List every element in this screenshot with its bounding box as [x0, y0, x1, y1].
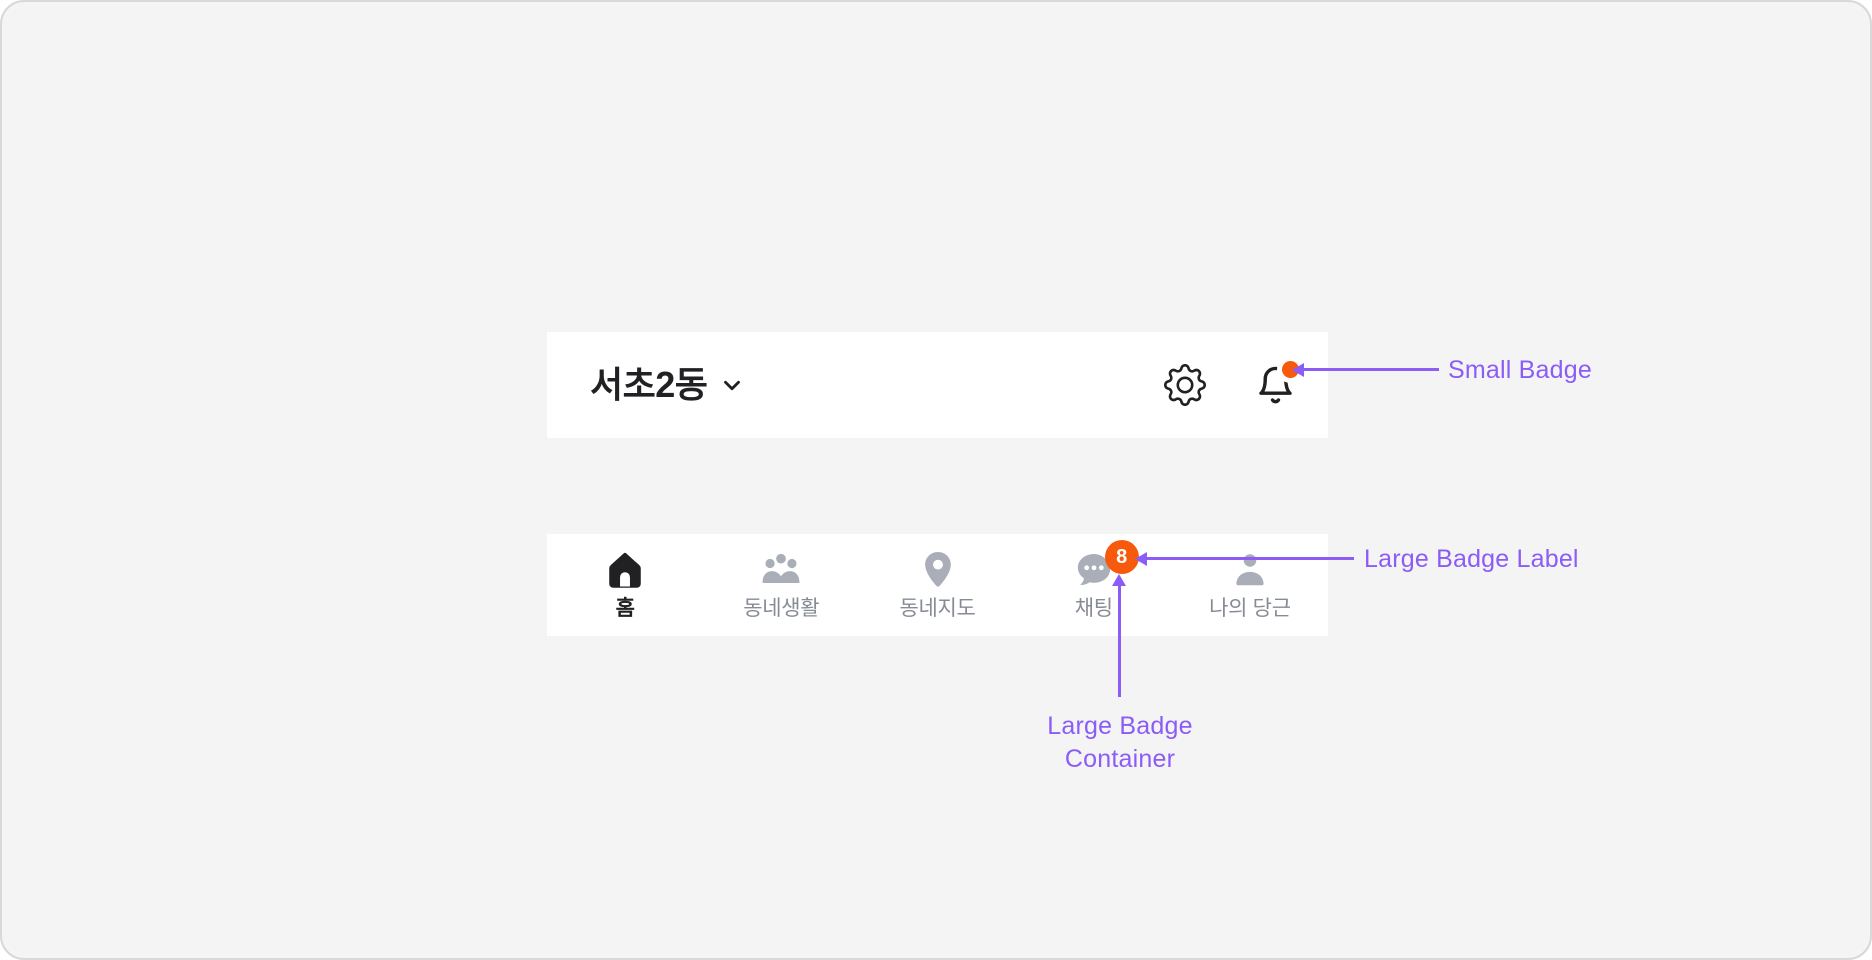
- chevron-down-icon: [719, 372, 745, 398]
- tab-chat[interactable]: 8 채팅: [1016, 534, 1172, 636]
- tab-label-chat: 채팅: [1074, 597, 1113, 620]
- notifications-button[interactable]: [1255, 360, 1299, 406]
- bell-icon: [1255, 360, 1299, 406]
- small-badge-annotation-label: Small Badge: [1448, 356, 1592, 384]
- tab-my-karrot[interactable]: 나의 당근: [1172, 534, 1328, 636]
- location-selector-button[interactable]: 서초2동: [590, 367, 745, 403]
- large-badge-container-line1: Large Badge: [1047, 712, 1193, 740]
- tab-label-neighborhood-map: 동네지도: [899, 597, 976, 620]
- large-badge: 8: [1104, 540, 1139, 574]
- chat-bubble-icon: 8: [1071, 540, 1139, 593]
- people-group-icon: [758, 547, 804, 593]
- large-badge-container-arrowhead: [1112, 574, 1126, 586]
- settings-button[interactable]: [1164, 364, 1206, 406]
- large-badge-label-arrowhead: [1135, 552, 1147, 566]
- tab-label-my-karrot: 나의 당근: [1209, 597, 1291, 620]
- tab-neighborhood-life[interactable]: 동네생활: [703, 534, 859, 636]
- large-badge-label-annotation-line: [1145, 557, 1354, 560]
- tab-label-neighborhood-life: 동네생활: [743, 597, 820, 620]
- tab-label-home: 홈: [615, 597, 635, 620]
- gear-icon: [1164, 364, 1206, 406]
- large-badge-container-annotation-line: [1118, 585, 1121, 697]
- small-badge-annotation-line: [1302, 368, 1439, 371]
- tab-home[interactable]: 홈: [547, 534, 703, 636]
- large-badge-container-line2: Container: [1064, 745, 1176, 773]
- large-badge-label-annotation-text: Large Badge Label: [1364, 545, 1579, 573]
- location-label: 서초2동: [590, 364, 708, 405]
- tab-neighborhood-map[interactable]: 동네지도: [859, 534, 1015, 636]
- large-badge-container-annotation-text: Large Badge Container: [970, 710, 1270, 776]
- person-icon: [1227, 547, 1273, 593]
- map-pin-icon: [915, 547, 961, 593]
- home-icon: [602, 547, 648, 593]
- bottom-tab-bar: 홈 동네생활 동네지도: [547, 534, 1328, 636]
- app-header: 서초2동: [547, 332, 1328, 438]
- small-badge-arrowhead: [1292, 363, 1304, 377]
